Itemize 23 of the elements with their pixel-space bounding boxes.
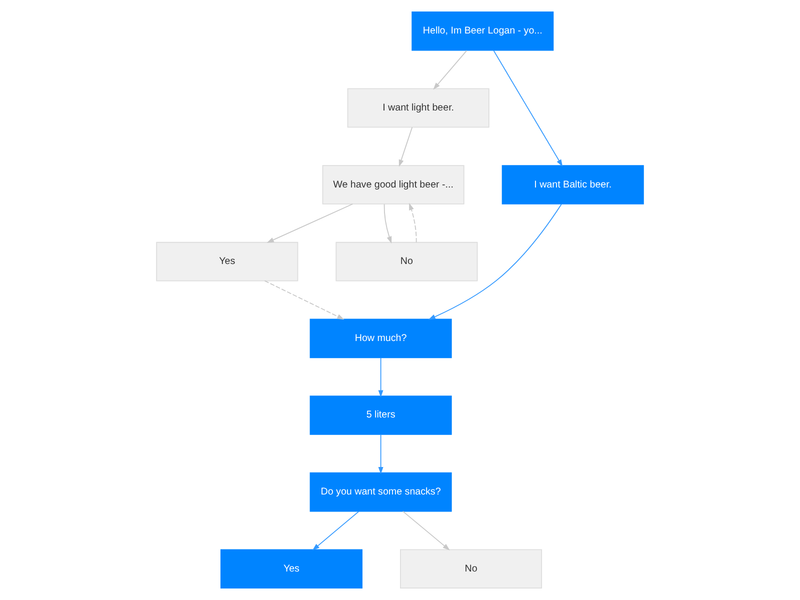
- node-box: Yes: [156, 242, 298, 282]
- arrow: [312, 510, 360, 550]
- arrow: [402, 510, 450, 550]
- node-box: I want Baltic beer.: [502, 165, 644, 204]
- arrow: [428, 204, 562, 320]
- arrow: [493, 50, 563, 167]
- arrow: [378, 357, 384, 398]
- node-box: I want light beer.: [347, 88, 490, 128]
- arrow: [378, 434, 384, 474]
- node-box: Hello, Im Beer Logan - yo...: [412, 11, 554, 51]
- node-box: 5 liters: [310, 396, 452, 435]
- node-box: How much?: [310, 318, 452, 358]
- arrow: [264, 280, 344, 320]
- node-box: We have good light beer -...: [322, 165, 464, 204]
- arrow: [398, 126, 413, 167]
- arrow: [266, 204, 354, 243]
- node-box: No: [400, 549, 542, 589]
- arrow: [433, 50, 468, 90]
- node-box: No: [336, 242, 478, 282]
- arrow: [384, 204, 392, 244]
- node-box: Do you want some snacks?: [310, 472, 452, 512]
- node-box: Yes: [220, 549, 362, 589]
- arrow: [409, 202, 417, 243]
